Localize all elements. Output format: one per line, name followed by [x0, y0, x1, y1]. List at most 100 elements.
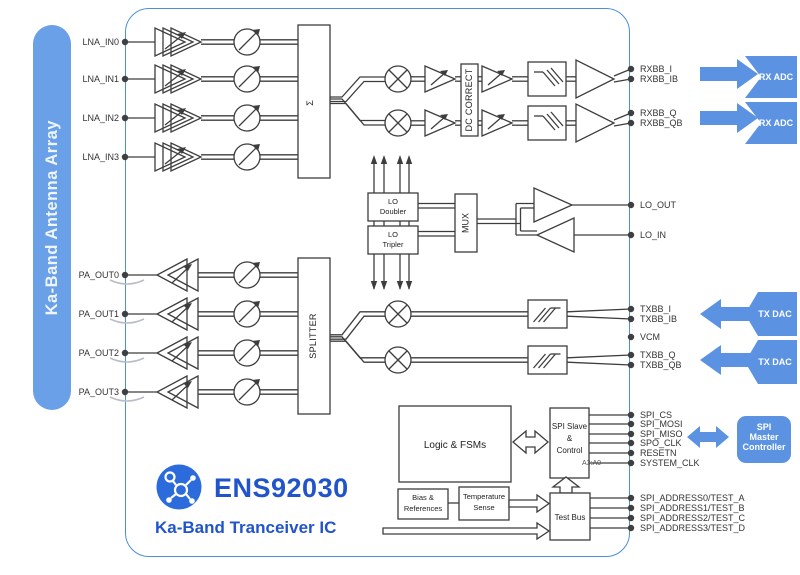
pin-label: TXBB_I — [640, 304, 671, 314]
pin-label: TXBB_QB — [640, 360, 682, 370]
spi-bidirectional-arrow-icon — [687, 426, 729, 448]
lna-amplifier-icon — [154, 27, 202, 57]
pin-label: VCM — [640, 332, 660, 342]
address-arrow-icon — [551, 476, 581, 494]
radiation-arc — [109, 318, 145, 324]
rx-vga-icon — [481, 109, 513, 137]
tx-dac-label: TX DAC — [758, 357, 792, 367]
rx-adc-label: RX ADC — [759, 72, 794, 82]
test-bus-label: Test Bus — [555, 513, 586, 522]
logic-fsms-block — [398, 405, 512, 483]
pin-label: RXBB_Q — [640, 108, 677, 118]
pin-label: SPI_MOSI — [640, 419, 683, 429]
lo-tripler-label: LO — [388, 230, 398, 239]
rx-vga-icon — [481, 65, 513, 93]
bias-references-label: Bias & — [412, 493, 434, 502]
rx-filter-icon — [527, 105, 567, 141]
pa-amplifier-icon — [156, 336, 199, 370]
temperature-sense-block — [458, 486, 510, 521]
lo-out-buffer-icon — [533, 186, 574, 224]
spi-master-label: SPI — [757, 422, 772, 432]
tx-dac-block — [745, 292, 797, 336]
pin-label: LNA_IN2 — [82, 113, 119, 123]
rx-front-end: Σ — [125, 24, 331, 179]
pin-label: SPI_ADDRESS1/TEST_B — [640, 503, 745, 513]
rx-adc-block — [745, 102, 797, 144]
pin-label: PA_OUT1 — [79, 309, 119, 319]
phase-shifter-icon — [233, 28, 261, 56]
rx-vga-icon — [424, 65, 456, 93]
rx-adc-block — [745, 56, 797, 98]
lo-tripler-label: Tripler — [383, 240, 404, 249]
spi-slave-label: & — [567, 434, 573, 443]
pin-label: SPI_CS — [640, 410, 672, 420]
phase-shifter-icon — [233, 261, 261, 289]
lo-section: LO Doubler LO Tripler MUX — [367, 155, 631, 290]
sense-arrow-icon — [508, 493, 551, 514]
pin-label: TXBB_Q — [640, 350, 676, 360]
spi-master-block — [737, 416, 791, 463]
lo-tripler-block — [367, 225, 419, 255]
pa-amplifier-icon — [156, 375, 199, 409]
pin-label: RXBB_IB — [640, 74, 678, 84]
test-bus-block — [549, 492, 591, 541]
logic-fsms-label: Logic & FSMs — [424, 440, 486, 451]
pa-amplifier-icon — [156, 297, 199, 331]
tx-mixer-q-icon — [384, 346, 412, 374]
digital-control-section: Logic & FSMs SPI Slave & Control A3:A0 T… — [382, 405, 631, 541]
tx-mixer-i-icon — [384, 300, 412, 328]
pin-label: PA_OUT3 — [79, 387, 119, 397]
pin-label: LNA_IN3 — [82, 152, 119, 162]
pin-label: SPI_ADDRESS0/TEST_A — [640, 493, 745, 503]
radiation-arc — [109, 396, 145, 402]
spi-master-label: Master — [749, 432, 779, 442]
phase-shifter-icon — [233, 339, 261, 367]
ic-boundary — [125, 8, 630, 557]
pin-label: LO_OUT — [640, 200, 677, 210]
bidirectional-arrow-icon — [511, 429, 550, 455]
dc-correct-block — [460, 63, 479, 137]
logo-circle-icon — [156, 464, 202, 510]
spi-master-label: Controller — [742, 442, 785, 452]
splitter-label: SPLITTER — [308, 313, 318, 359]
pin-label: LNA_IN0 — [82, 37, 119, 47]
rx-combiner-block — [297, 24, 331, 179]
pa-amplifier-icon — [156, 258, 199, 292]
temperature-sense-label: Sense — [473, 503, 494, 512]
tx-dac-block — [745, 340, 797, 384]
a3a0-label: A3:A0 — [582, 460, 601, 467]
product-subtitle: Ka-Band Tranceiver IC — [155, 518, 336, 537]
external-interfaces: RX ADC RX ADC TX DAC TX DAC SPI Master C… — [687, 56, 797, 463]
phase-shifter-icon — [233, 65, 261, 93]
tx-filter-icon — [527, 299, 568, 329]
bias-references-block — [397, 488, 449, 520]
pin-label: PA_OUT0 — [79, 270, 119, 280]
pin-label: PA_OUT2 — [79, 348, 119, 358]
phase-shifter-icon — [233, 378, 261, 406]
rx-buffer-icon — [575, 59, 615, 99]
pin-label: SPI_MISO — [640, 429, 683, 439]
tx-filter-icon — [527, 345, 568, 375]
radiation-arc — [109, 279, 145, 285]
part-number: ENS92030 — [214, 473, 349, 503]
pins: LNA_IN0 LNA_IN1 LNA_IN2 LNA_IN3 PA_OUT0 … — [79, 37, 746, 533]
logo: ENS92030 Ka-Band Tranceiver IC — [155, 464, 349, 537]
spi-slave-label: Control — [557, 446, 583, 455]
pin-label: SPI_ADDRESS3/TEST_D — [640, 523, 746, 533]
rx-buffer-icon — [575, 103, 615, 143]
pin-label: SYSTEM_CLK — [640, 458, 700, 468]
pin-label: LO_IN — [640, 230, 666, 240]
pin-label: RXBB_QB — [640, 118, 683, 128]
phase-shifter-icon — [233, 104, 261, 132]
phase-shifter-icon — [233, 143, 261, 171]
rx-iq-chain: DC CORRECT — [330, 59, 632, 143]
lna-amplifier-icon — [154, 103, 202, 133]
phase-shifter-icon — [233, 300, 261, 328]
spi-slave-block — [549, 407, 590, 479]
pin-label: RESETN — [640, 448, 677, 458]
mux-label: MUX — [461, 213, 471, 233]
rx-adc-label: RX ADC — [759, 118, 794, 128]
tx-dac-label: TX DAC — [758, 309, 792, 319]
rx-mixer-q-icon — [384, 109, 412, 137]
